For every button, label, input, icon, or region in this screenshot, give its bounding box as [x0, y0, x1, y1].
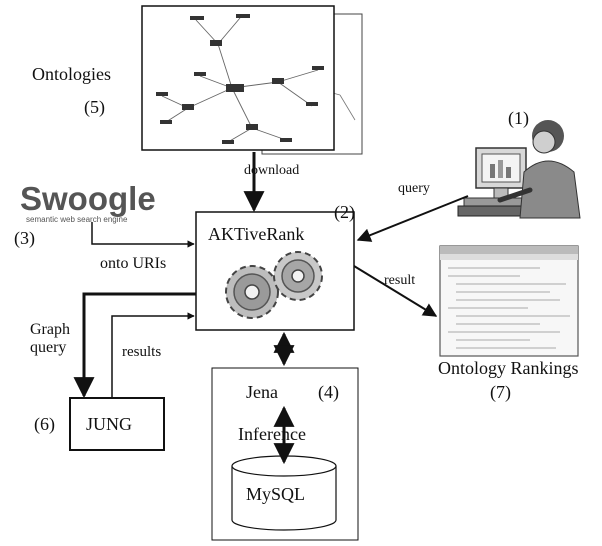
- person-at-computer-icon: [457, 120, 581, 219]
- graph-label-line1: Graph: [30, 321, 70, 338]
- ontologies-number: (5): [84, 97, 105, 118]
- mysql-label: MySQL: [246, 484, 305, 504]
- jung-box: [69, 397, 165, 451]
- user-number: (1): [508, 108, 529, 129]
- database-cylinder-icon: [231, 455, 337, 531]
- query-arrow: [356, 195, 469, 242]
- jung-label: JUNG: [86, 414, 132, 434]
- aktiverank-number: (2): [334, 202, 355, 223]
- graph-query-arrow: [73, 292, 196, 399]
- graph-label-line2: query: [30, 339, 66, 356]
- onto-uris-arrow: [91, 222, 195, 248]
- rankings-screenshot-icon: [439, 245, 579, 357]
- inference-label: Inference: [238, 424, 306, 444]
- results-arrow: [111, 312, 195, 398]
- swoogle-number: (3): [14, 228, 35, 249]
- ontologies-label: Ontologies: [32, 64, 111, 84]
- swoogle-logo: Swoogle: [20, 180, 156, 217]
- swoogle-tagline: semantic web search engine: [26, 215, 128, 224]
- rankings-label: Ontology Rankings: [438, 358, 579, 378]
- download-label: download: [244, 163, 299, 178]
- jena-number: (4): [318, 382, 339, 403]
- aktiverank-label: AKTiveRank: [208, 224, 304, 244]
- result-label: result: [384, 273, 415, 288]
- ontology-graph-icon: [141, 5, 363, 155]
- query-label: query: [398, 181, 430, 196]
- result-arrow: [353, 265, 438, 317]
- gears-icon: [225, 251, 323, 319]
- results-label: results: [122, 344, 161, 360]
- jena-label: Jena: [246, 382, 278, 402]
- jung-number: (6): [34, 414, 55, 435]
- onto-uris-label: onto URIs: [100, 255, 166, 272]
- rankings-number: (7): [490, 382, 511, 403]
